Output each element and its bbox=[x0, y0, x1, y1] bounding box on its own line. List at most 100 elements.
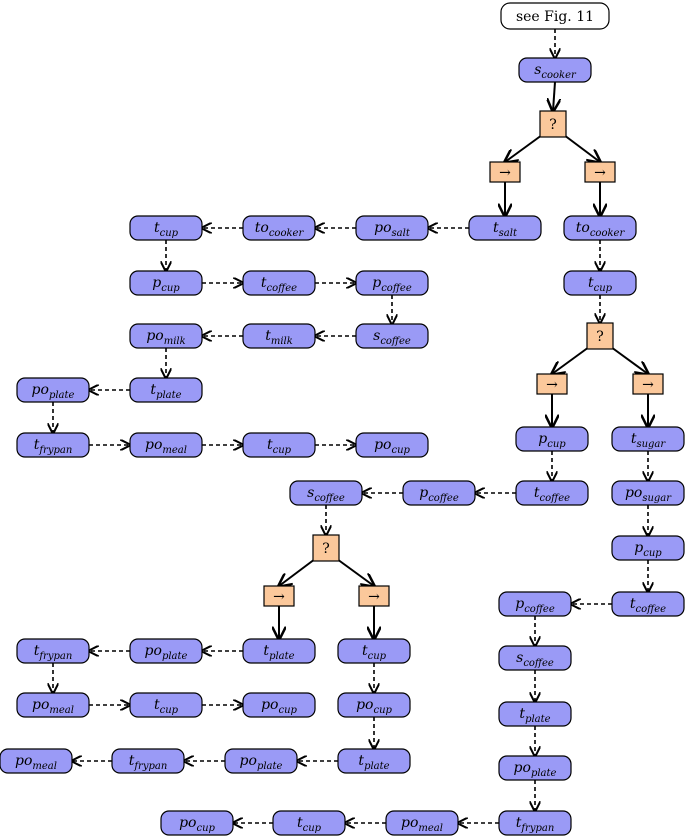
node-label: poplate bbox=[514, 760, 557, 779]
node-t-salt: tsalt bbox=[468, 215, 542, 241]
node-po-cup: pocup bbox=[160, 810, 234, 836]
node-t-cup: tcup bbox=[272, 810, 346, 836]
node-label: pocup bbox=[374, 437, 410, 456]
node-t-plate: tplate bbox=[129, 377, 203, 403]
node-t-frypan: tfrypan bbox=[498, 810, 572, 836]
node-s-coffee: scoffee bbox=[355, 323, 429, 349]
node-t-plate: tplate bbox=[242, 638, 316, 664]
node-po-milk: pomilk bbox=[129, 323, 203, 349]
node-label: pomeal bbox=[401, 815, 443, 834]
edge-q1-seq1 bbox=[505, 134, 543, 162]
edge-s_cooker-q1 bbox=[553, 81, 555, 111]
node-label: tcup bbox=[267, 437, 292, 456]
sequence-operator: → bbox=[263, 585, 295, 607]
node-s-cooker: scooker bbox=[518, 57, 592, 83]
node-label: tsalt bbox=[493, 220, 518, 239]
sequence-operator: → bbox=[584, 161, 616, 183]
operator-label: → bbox=[642, 377, 654, 393]
edge-q3-seq5 bbox=[279, 558, 316, 586]
node-label: tocooker bbox=[576, 220, 626, 239]
node-label: scooker bbox=[534, 62, 577, 81]
node-po-meal: pomeal bbox=[16, 692, 90, 718]
node-label: pcoffee bbox=[419, 485, 459, 504]
operator-label: → bbox=[546, 377, 558, 393]
node-po-sugar: posugar bbox=[611, 480, 685, 506]
edge-q1-seq2 bbox=[563, 134, 600, 162]
node-label: poplate bbox=[240, 753, 283, 772]
node-label: tcup bbox=[154, 697, 179, 716]
node-label: poplate bbox=[32, 382, 75, 401]
node-label: tfrypan bbox=[516, 815, 555, 834]
edge-q3-seq6 bbox=[336, 558, 374, 586]
node-p-coffee: pcoffee bbox=[402, 480, 476, 506]
node-label: tplate bbox=[263, 643, 294, 662]
node-label: pocup bbox=[261, 697, 297, 716]
node-label: scoffee bbox=[373, 328, 411, 347]
node-t-cup: tcup bbox=[563, 270, 637, 296]
node-label: tcup bbox=[154, 220, 179, 239]
node-label: tcoffee bbox=[534, 485, 570, 504]
node-to-cooker: tocooker bbox=[242, 215, 316, 241]
node-label: tsugar bbox=[631, 431, 667, 450]
node-t-coffee: tcoffee bbox=[242, 270, 316, 296]
node-po-meal: pomeal bbox=[0, 748, 73, 774]
node-label: tplate bbox=[358, 753, 389, 772]
node-po-plate: poplate bbox=[129, 638, 203, 664]
node-label: tcup bbox=[297, 815, 322, 834]
fallback-operator: ? bbox=[539, 110, 567, 138]
node-po-salt: posalt bbox=[355, 215, 429, 241]
node-s-coffee: scoffee bbox=[498, 645, 572, 671]
sequence-operator: → bbox=[536, 373, 568, 395]
node-s-coffee: scoffee bbox=[289, 480, 363, 506]
node-label: pocup bbox=[356, 697, 392, 716]
fallback-operator: ? bbox=[312, 534, 340, 562]
node-t-frypan: tfrypan bbox=[16, 638, 90, 664]
node-label: posalt bbox=[374, 220, 411, 239]
node-label: tplate bbox=[150, 382, 181, 401]
fallback-operator: ? bbox=[586, 322, 614, 350]
operator-label: ? bbox=[549, 117, 557, 133]
node-p-cup: pcup bbox=[611, 535, 685, 561]
node-label: pomeal bbox=[145, 437, 187, 456]
node-po-cup: pocup bbox=[337, 692, 411, 718]
node-p-coffee: pcoffee bbox=[355, 270, 429, 296]
operator-label: → bbox=[273, 589, 285, 605]
node-label: pcoffee bbox=[372, 275, 412, 294]
node-po-meal: pomeal bbox=[385, 810, 459, 836]
node-t-cup: tcup bbox=[129, 692, 203, 718]
operator-label: → bbox=[499, 165, 511, 181]
node-label: pomeal bbox=[15, 753, 57, 772]
node-label: tcup bbox=[362, 643, 387, 662]
sequence-operator: → bbox=[489, 161, 521, 183]
node-label: pcoffee bbox=[515, 596, 555, 615]
node-label: posugar bbox=[625, 485, 672, 504]
node-label: tfrypan bbox=[34, 643, 73, 662]
node-label: pcup bbox=[634, 540, 662, 559]
node-t-milk: tmilk bbox=[242, 323, 316, 349]
node-po-meal: pomeal bbox=[129, 432, 203, 458]
node-t-coffee: tcoffee bbox=[515, 480, 589, 506]
node-t-cup: tcup bbox=[337, 638, 411, 664]
node-label: tmilk bbox=[265, 328, 293, 347]
node-label: pcup bbox=[152, 275, 180, 294]
edge-q2-seq3 bbox=[552, 346, 590, 374]
start-node-label: see Fig. 11 bbox=[516, 9, 594, 25]
node-label: poplate bbox=[145, 643, 188, 662]
node-p-cup: pcup bbox=[129, 270, 203, 296]
node-label: pocup bbox=[179, 815, 215, 834]
node-label: tocooker bbox=[255, 220, 305, 239]
operator-label: ? bbox=[596, 329, 604, 345]
node-po-cup: pocup bbox=[242, 692, 316, 718]
node-label: pomilk bbox=[146, 328, 185, 347]
node-label: tplate bbox=[519, 706, 550, 725]
operator-label: → bbox=[594, 165, 606, 181]
node-t-plate: tplate bbox=[498, 701, 572, 727]
node-to-cooker: tocooker bbox=[563, 215, 637, 241]
edge-q2-seq4 bbox=[610, 346, 648, 374]
node-label: tcup bbox=[588, 275, 613, 294]
node-t-sugar: tsugar bbox=[611, 426, 685, 452]
sequence-operator: → bbox=[632, 373, 664, 395]
node-po-plate: poplate bbox=[498, 755, 572, 781]
node-t-frypan: tfrypan bbox=[16, 432, 90, 458]
